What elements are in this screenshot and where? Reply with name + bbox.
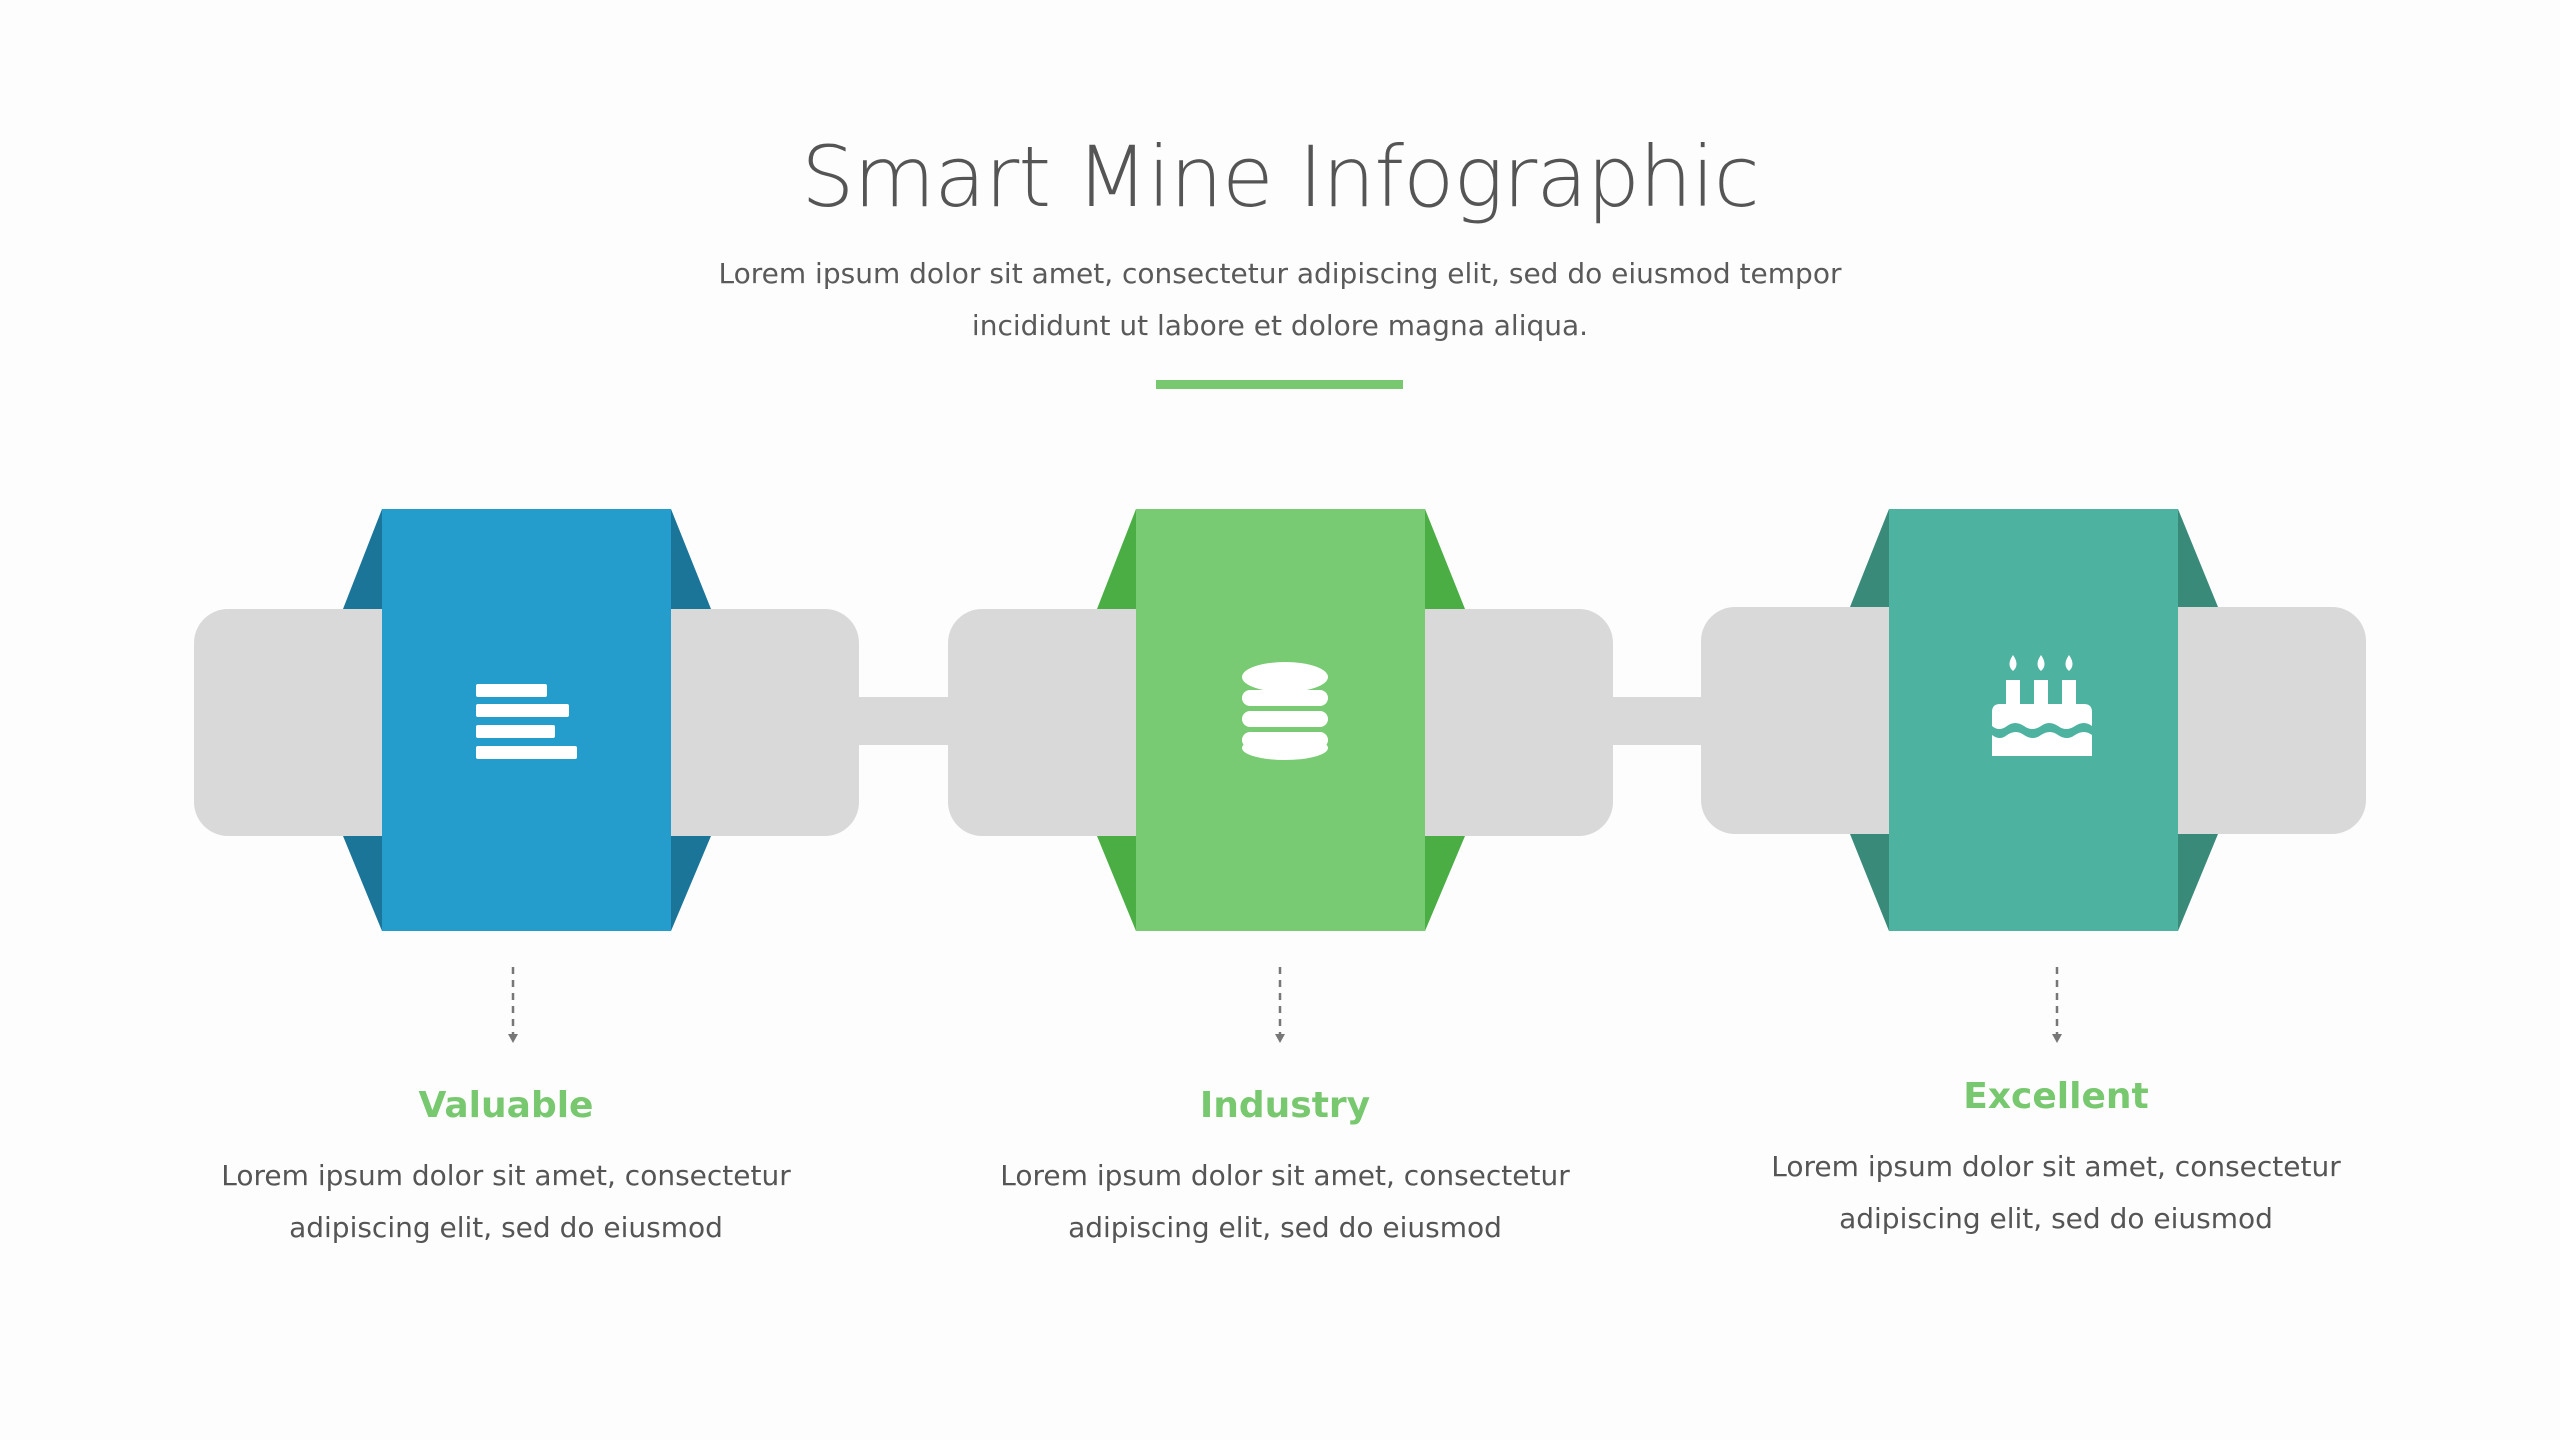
item-heading: Valuable (418, 1085, 594, 1126)
item-heading: Excellent (1963, 1076, 2149, 1117)
chain-link-excellent (1701, 509, 2366, 931)
arrow-head-icon (1275, 1034, 1285, 1043)
item-heading: Industry (1199, 1085, 1371, 1126)
item-industry: Industry Lorem ipsum dolor sit amet, con… (905, 1085, 1665, 1254)
database-icon (1242, 662, 1328, 760)
chain-link-industry (948, 509, 1613, 931)
item-description: Lorem ipsum dolor sit amet, consectetur a… (126, 1150, 886, 1254)
item-description: Lorem ipsum dolor sit amet, consectetur a… (1676, 1141, 2436, 1245)
description-line: adipiscing elit, sed do eiusmod (1839, 1202, 2273, 1235)
description-line: Lorem ipsum dolor sit amet, consectetur (1771, 1150, 2341, 1183)
item-description: Lorem ipsum dolor sit amet, consectetur a… (905, 1150, 1665, 1254)
chain-link-valuable (194, 509, 859, 931)
description-line: adipiscing elit, sed do eiusmod (289, 1211, 723, 1244)
page-title: Smart Mine Infographic (801, 128, 1760, 226)
description-line: adipiscing elit, sed do eiusmod (1068, 1211, 1502, 1244)
subtitle-line: Lorem ipsum dolor sit amet, consectetur … (718, 257, 1842, 290)
title-accent-bar (1156, 380, 1403, 389)
link-color-band (382, 509, 671, 931)
text-lines-icon (476, 684, 577, 759)
birthday-cake-icon (1992, 655, 2092, 756)
item-excellent: Excellent Lorem ipsum dolor sit amet, co… (1676, 1076, 2436, 1245)
arrow-head-icon (2052, 1034, 2062, 1043)
subtitle-line: incididunt ut labore et dolore magna ali… (971, 309, 1589, 342)
connector-1-2 (850, 697, 960, 745)
item-valuable: Valuable Lorem ipsum dolor sit amet, con… (126, 1085, 886, 1254)
description-line: Lorem ipsum dolor sit amet, consectetur (1000, 1159, 1570, 1192)
arrow-head-icon (508, 1034, 518, 1043)
description-line: Lorem ipsum dolor sit amet, consectetur (221, 1159, 791, 1192)
connector-2-3 (1600, 697, 1710, 745)
page-subtitle: Lorem ipsum dolor sit amet, consectetur … (0, 248, 2560, 352)
